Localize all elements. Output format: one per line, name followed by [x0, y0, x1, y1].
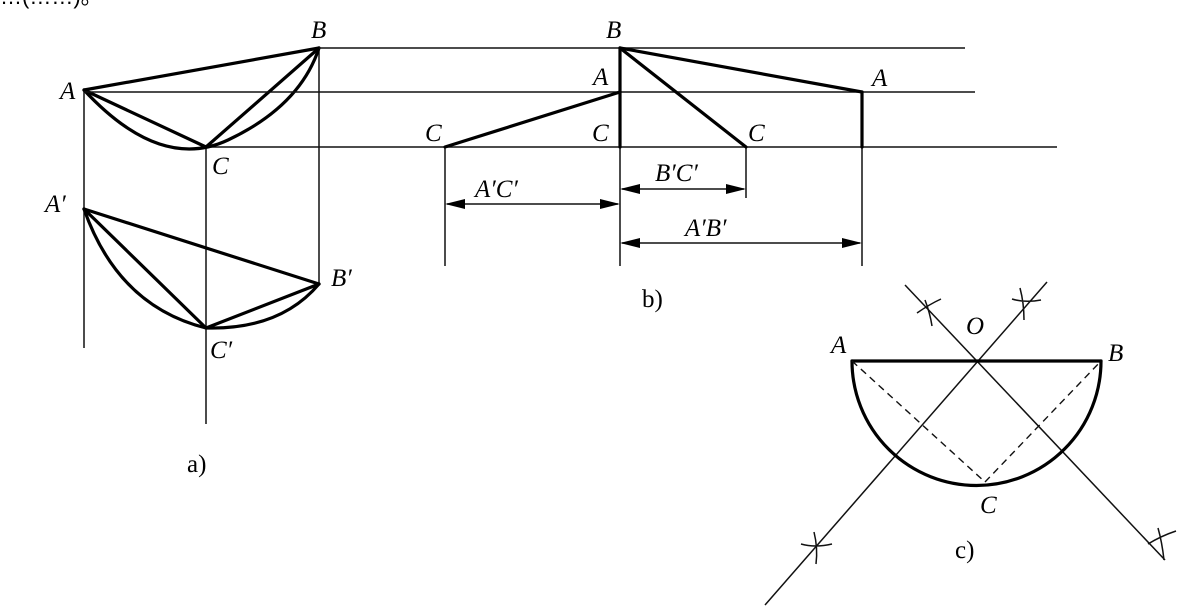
panel-b-line-ba	[618, 46, 864, 94]
panel-a-line-bc	[204, 46, 321, 149]
panel-b: A′C′ B′C′ A′B′ B A A C C C b)	[84, 17, 1057, 313]
panel-b-caption: b)	[642, 286, 663, 313]
panel-a-label-c: C	[212, 153, 229, 180]
panel-c-cross-mark-upper-right	[1011, 287, 1042, 321]
panel-c-caption: c)	[955, 537, 974, 564]
panel-c-bisector-line-2	[904, 284, 1166, 561]
panel-a-label-b-prime: B′	[331, 265, 352, 292]
panel-a-label-a: A	[58, 78, 76, 105]
panel-b-label-c-right: C	[748, 120, 765, 147]
panel-b-label-a-right: A	[870, 65, 888, 92]
panel-a-line-a-prime-c-prime	[82, 207, 208, 330]
panel-a: B A C A′ B′ C′ a)	[43, 17, 445, 478]
panel-b-dimension-bc-arrow-left	[620, 184, 640, 194]
panel-a-label-a-prime: A′	[43, 191, 66, 218]
panel-a-arc-front	[82, 207, 321, 330]
panel-b-label-b-top: B	[606, 17, 621, 44]
panel-a-label-b: B	[311, 17, 326, 44]
panel-b-label-a-mid: A	[591, 64, 609, 91]
panel-b-dimension-ab-label: A′B′	[683, 215, 727, 242]
panel-c-dashed-ac	[851, 360, 986, 483]
panel-c-cross-mark-upper-left	[916, 298, 942, 327]
panel-b-label-c-mid: C	[592, 120, 609, 147]
cropped-caption-text: …(……)。	[0, 0, 103, 9]
panel-b-dimension-ab-arrow-left	[620, 238, 640, 248]
panel-b-dimension-ac-label: A′C′	[473, 176, 518, 203]
panel-a-arc-top	[82, 46, 321, 151]
panel-c-label-a: A	[829, 332, 847, 359]
panel-c: A B O C c)	[764, 281, 1177, 606]
panel-c-dashed-bc	[984, 360, 1102, 483]
panel-a-line-ab	[82, 46, 321, 92]
panel-b-dimension-ab-arrow-right	[842, 238, 862, 248]
panel-b-dimension-bc-arrow-right	[726, 184, 746, 194]
panel-a-line-b-prime-c-prime	[204, 282, 321, 330]
panel-c-semicircle	[850, 359, 1103, 488]
panel-b-line-bc	[618, 46, 748, 149]
panel-c-label-c: C	[980, 492, 997, 519]
panel-b-dimension-ac-arrow-left	[445, 199, 465, 209]
panel-c-bisector-line-1	[764, 281, 1048, 606]
panel-a-line-ac	[82, 88, 208, 149]
panel-b-line-ca	[443, 90, 622, 149]
panel-a-caption: a)	[187, 451, 206, 478]
panel-b-dimension-bc-label: B′C′	[655, 160, 698, 187]
panel-a-line-a-prime-b-prime	[82, 207, 321, 286]
panel-c-label-b: B	[1108, 340, 1123, 367]
panel-c-label-o: O	[966, 313, 984, 340]
panel-b-dimension-ac-arrow-right	[600, 199, 620, 209]
panel-b-label-c-left: C	[425, 120, 442, 147]
panel-c-cross-mark-lower-right	[1147, 527, 1177, 561]
panel-c-cross-mark-lower-left	[800, 531, 833, 565]
panel-a-label-c-prime: C′	[210, 337, 233, 364]
